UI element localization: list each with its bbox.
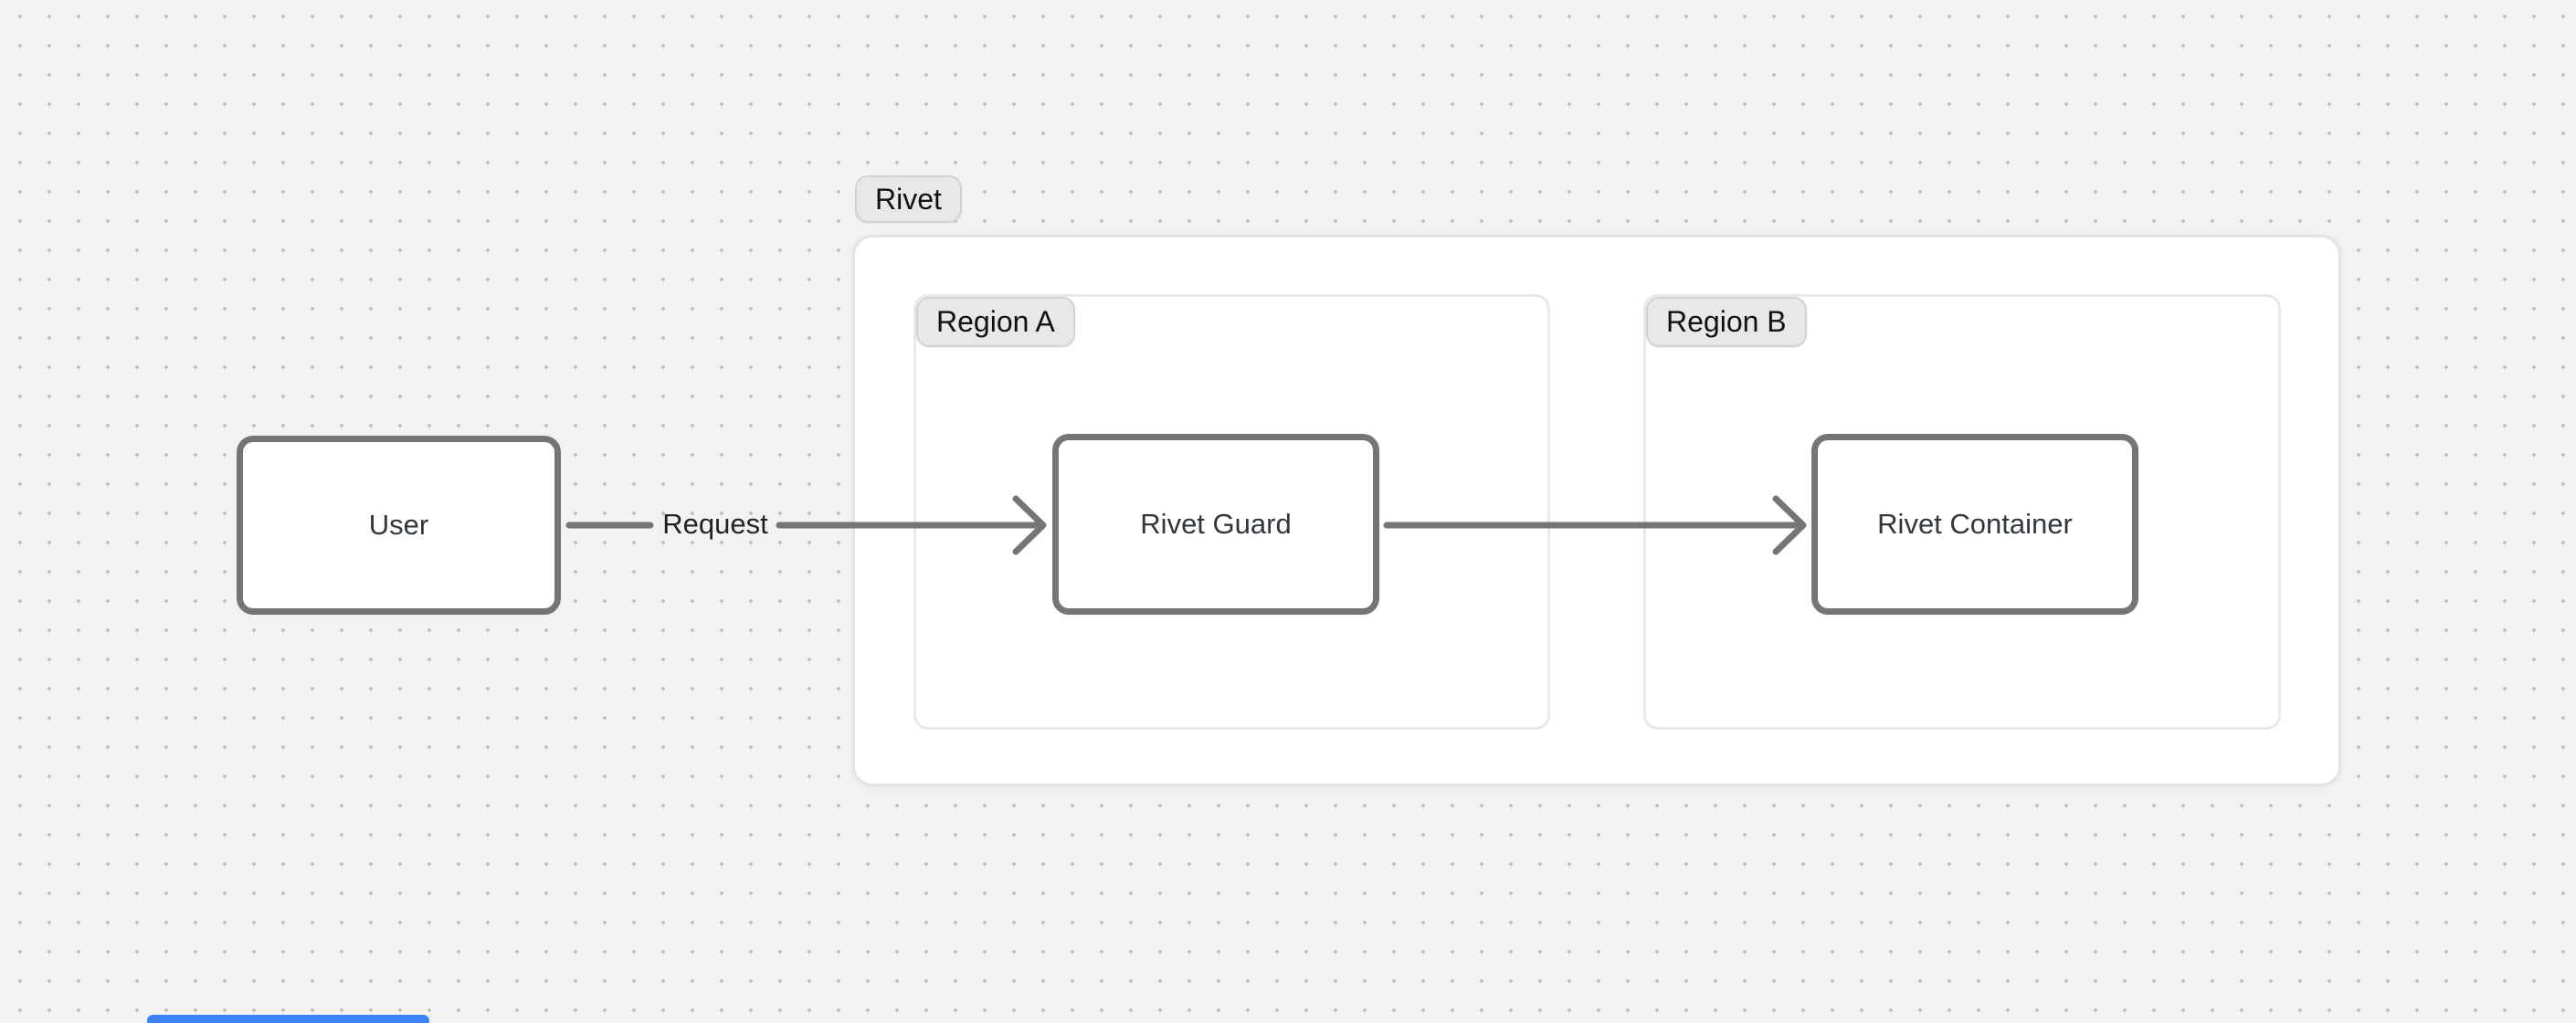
group-label-region-b: Region B bbox=[1646, 297, 1807, 347]
group-label-rivet-text: Rivet bbox=[875, 182, 942, 216]
arrowhead-icon bbox=[1012, 495, 1047, 555]
horizontal-scrollbar-thumb[interactable] bbox=[147, 1015, 429, 1023]
group-label-region-a: Region A bbox=[916, 297, 1075, 347]
arrowhead-icon bbox=[1772, 495, 1807, 555]
edge-label-request: Request bbox=[662, 508, 768, 540]
edge-rivet-guard-to-rivet-container bbox=[1383, 495, 1807, 555]
node-rivet-container-label: Rivet Container bbox=[1877, 508, 2073, 540]
node-user-label: User bbox=[368, 509, 429, 541]
node-user: User bbox=[237, 436, 561, 615]
group-label-region-a-text: Region A bbox=[936, 305, 1055, 338]
node-rivet-guard-label: Rivet Guard bbox=[1140, 508, 1292, 540]
group-label-rivet: Rivet bbox=[855, 175, 962, 223]
node-rivet-guard: Rivet Guard bbox=[1052, 434, 1379, 615]
group-label-region-b-text: Region B bbox=[1666, 305, 1787, 338]
edge-user-to-rivet-guard bbox=[565, 495, 1047, 555]
node-rivet-container: Rivet Container bbox=[1811, 434, 2138, 615]
